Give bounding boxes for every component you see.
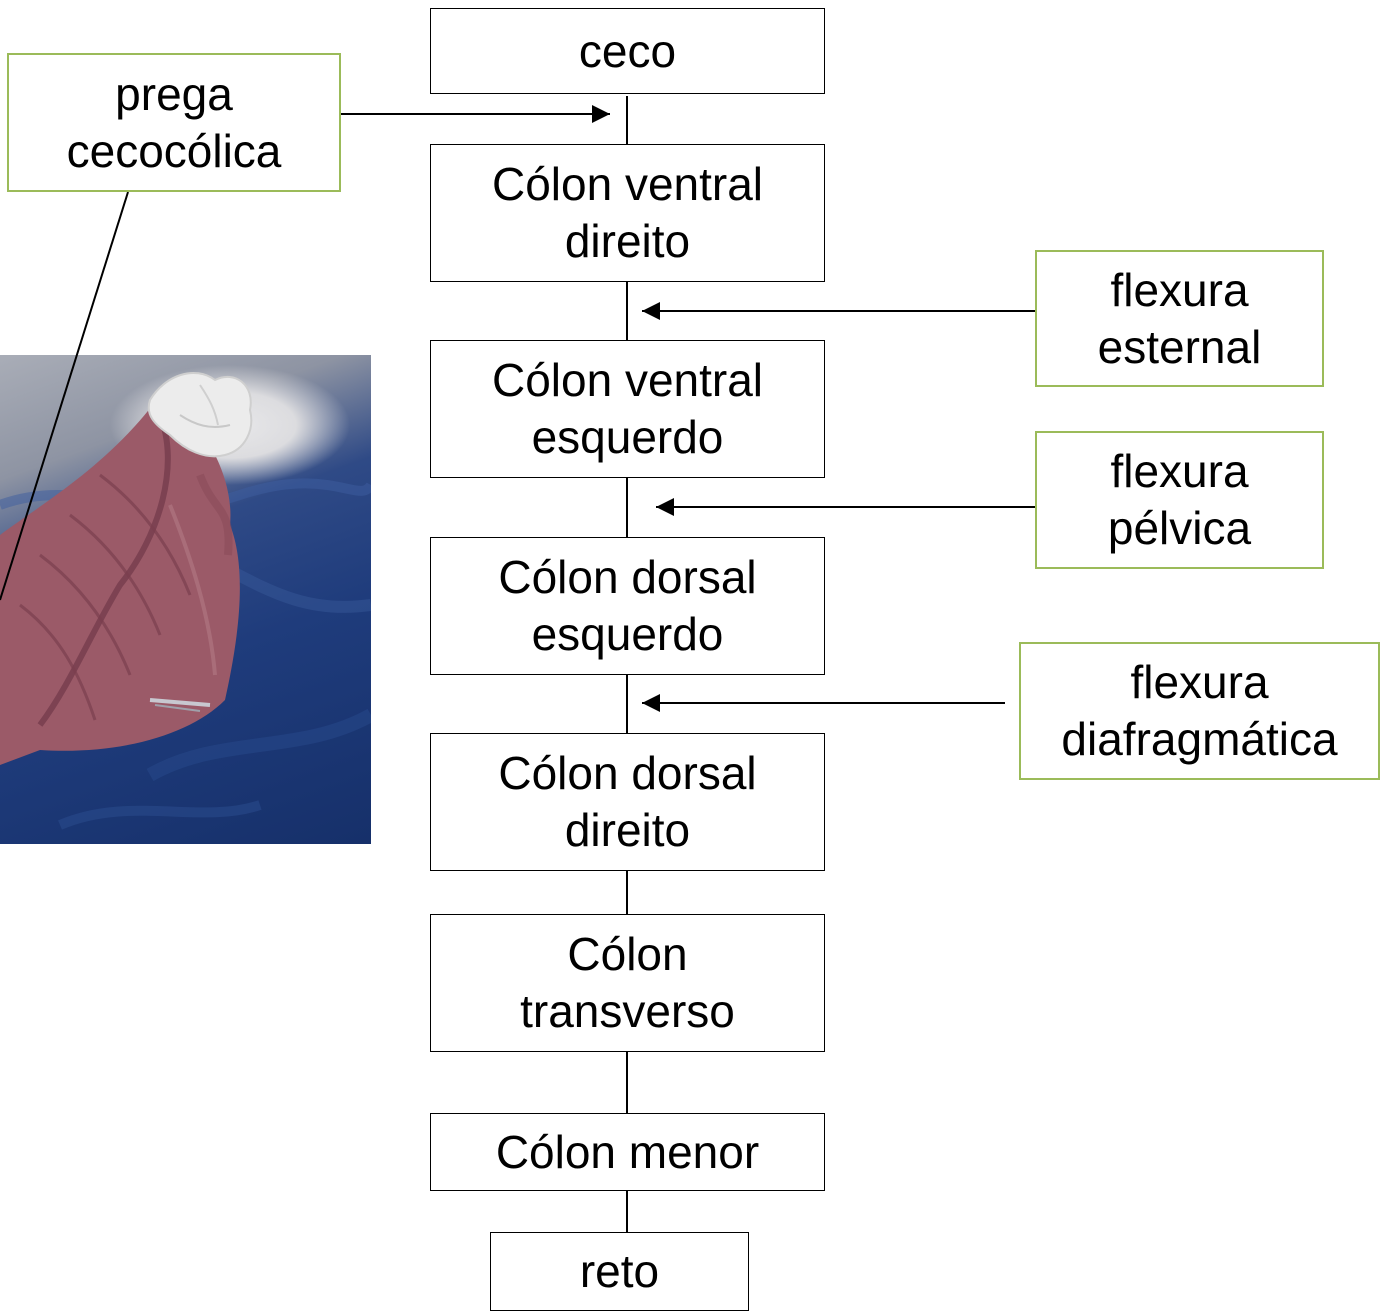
box-colon-menor: Cólon menor [430,1113,825,1191]
box-colon-dorsal-direito: Cólon dorsal direito [430,733,825,871]
box-colon-ventral-direito: Cólon ventral direito [430,144,825,282]
box-colon-dorsal-esquerdo: Cólon dorsal esquerdo [430,537,825,675]
note-flexura-esternal-label: flexura esternal [1097,263,1262,373]
specimen-photo-drawing [0,371,371,830]
note-prega-cecocolica-label: prega cecocólica [66,67,282,177]
box-colon-dorsal-direito-label: Cólon dorsal direito [498,747,757,856]
note-flexura-diafragmatica-label: flexura diafragmática [1061,656,1338,765]
note-flexura-diafragmatica: flexura diafragmática [1019,642,1380,780]
box-ceco-label: ceco [578,24,677,77]
box-reto: reto [490,1232,749,1311]
note-flexura-pelvica-label: flexura pélvica [1107,445,1252,554]
box-colon-transverso: Cólon transverso [430,914,825,1052]
box-colon-dorsal-esquerdo-label: Cólon dorsal esquerdo [498,551,757,660]
note-prega-cecocolica: prega cecocólica [7,53,341,192]
box-colon-transverso-label: Cólon transverso [520,928,735,1037]
box-colon-menor-label: Cólon menor [495,1125,760,1178]
note-flexura-pelvica: flexura pélvica [1035,431,1324,569]
box-reto-label: reto [579,1245,660,1297]
box-ceco: ceco [430,8,825,94]
box-colon-ventral-direito-label: Cólon ventral direito [491,158,764,267]
box-colon-ventral-esquerdo-label: Cólon ventral esquerdo [491,354,764,463]
box-colon-ventral-esquerdo: Cólon ventral esquerdo [430,340,825,478]
note-flexura-esternal: flexura esternal [1035,250,1324,387]
specimen-photo [0,355,371,844]
